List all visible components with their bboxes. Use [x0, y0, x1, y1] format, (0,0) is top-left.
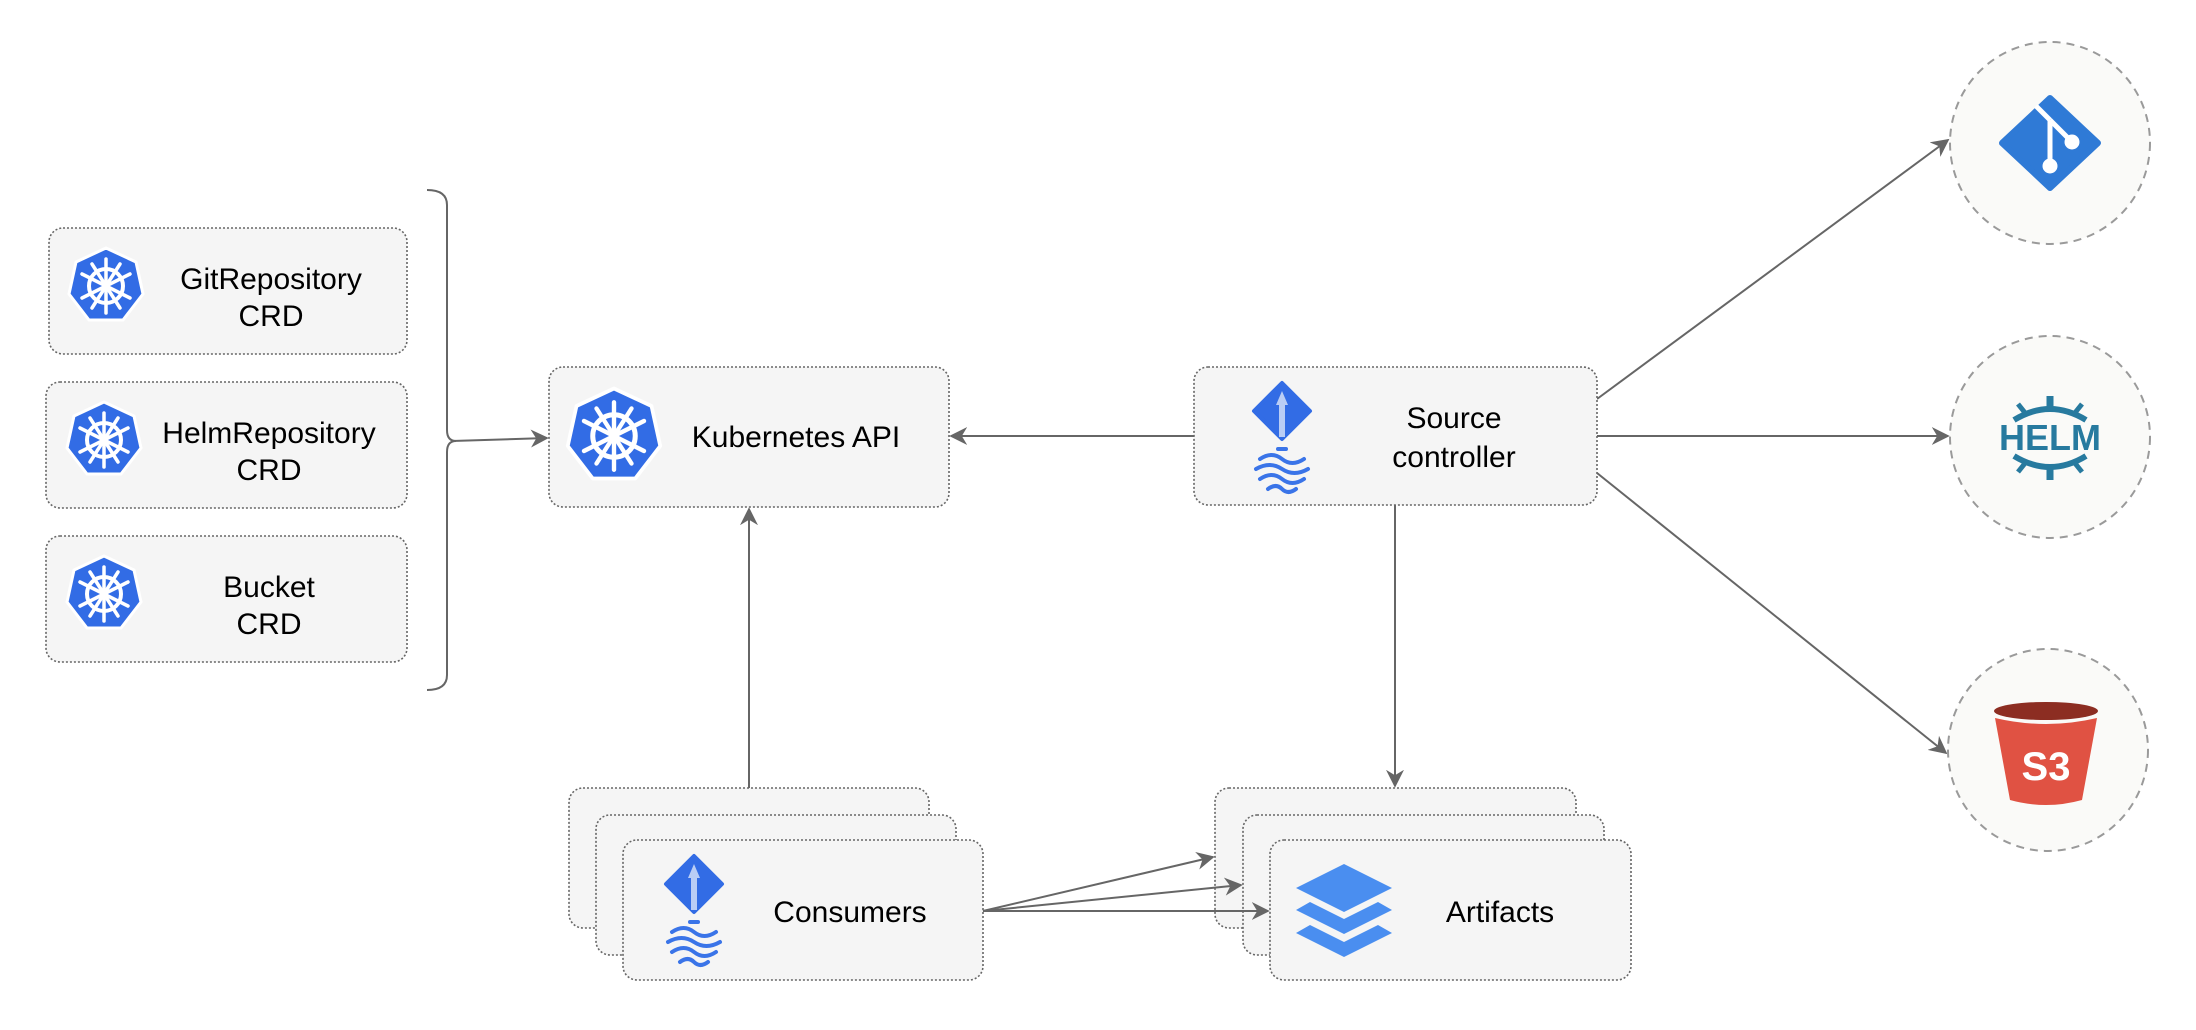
svg-text:Artifacts: Artifacts	[1446, 896, 1554, 929]
edge-consumers-to-artifacts-1	[982, 851, 1215, 912]
svg-text:CRD: CRD	[237, 608, 302, 641]
svg-text:HelmRepository: HelmRepository	[162, 417, 375, 450]
svg-text:CRD: CRD	[237, 454, 302, 487]
source-controller-sublabel: controller	[1392, 441, 1515, 474]
kubernetes-icon	[65, 554, 143, 630]
artifacts-label: Artifacts	[1446, 896, 1554, 929]
source-controller-node[interactable]: Source controller	[1193, 366, 1598, 506]
crd-sublabel: CRD	[237, 608, 302, 641]
edge-controller-to-git	[1596, 138, 1950, 400]
kubernetes-api-label: Kubernetes API	[692, 421, 900, 454]
crd-bracket	[426, 189, 457, 691]
helm-source[interactable]: HELM	[1949, 335, 2151, 539]
artifacts-node[interactable]: Artifacts	[1214, 787, 1632, 981]
helm-icon: HELM	[1999, 396, 2101, 480]
crd-sublabel: CRD	[237, 454, 302, 487]
git-source[interactable]	[1949, 41, 2151, 245]
edge-controller-to-s3	[1596, 472, 1948, 755]
crd-helmrepository[interactable]: HelmRepository CRD	[45, 381, 408, 509]
consumers-node[interactable]: Consumers	[568, 787, 984, 981]
s3-icon: S3	[1994, 702, 2098, 805]
crd-label: HelmRepository	[162, 417, 375, 450]
svg-text:controller: controller	[1392, 441, 1515, 474]
edge-consumers-to-artifacts-2	[982, 877, 1243, 912]
consumers-label: Consumers	[773, 896, 926, 929]
svg-text:Bucket: Bucket	[223, 571, 315, 604]
crd-bucket[interactable]: Bucket CRD	[45, 535, 408, 663]
layers-icon	[1296, 864, 1392, 957]
kubernetes-icon	[568, 389, 661, 479]
svg-text:Consumers: Consumers	[773, 896, 926, 929]
svg-text:HELM: HELM	[1999, 417, 2101, 458]
crd-gitrepository[interactable]: GitRepository CRD	[48, 227, 408, 355]
crd-label: GitRepository	[180, 263, 362, 296]
svg-text:CRD: CRD	[239, 300, 304, 333]
kubernetes-api-node[interactable]: Kubernetes API	[548, 366, 950, 508]
svg-text:Kubernetes API: Kubernetes API	[692, 421, 900, 454]
kubernetes-icon	[65, 400, 143, 476]
git-icon	[1999, 95, 2101, 191]
crd-sublabel: CRD	[239, 300, 304, 333]
source-controller-label: Source	[1406, 402, 1501, 435]
crd-label: Bucket	[223, 571, 315, 604]
edge-crds-to-k8s	[451, 429, 549, 448]
svg-text:GitRepository: GitRepository	[180, 263, 362, 296]
kubernetes-icon	[67, 246, 145, 322]
svg-text:S3: S3	[2022, 745, 2071, 789]
svg-text:Source: Source	[1406, 402, 1501, 435]
s3-source[interactable]: S3	[1947, 367, 2149, 852]
